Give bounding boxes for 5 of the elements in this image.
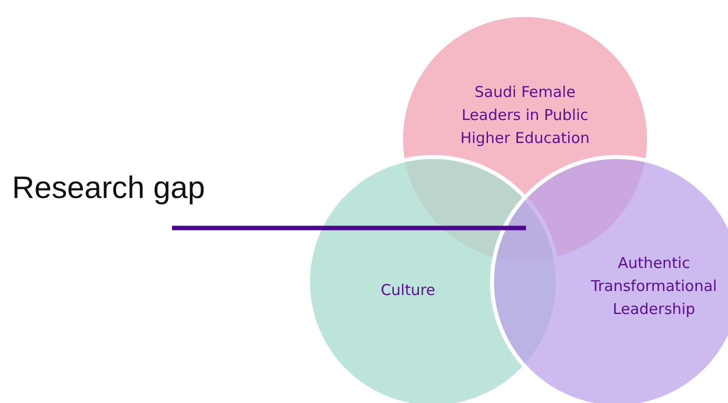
leader-line [172, 226, 526, 230]
circle-label: Saudi Female Leaders in Public Higher Education [459, 82, 591, 149]
callout-text: Research gap [12, 170, 206, 206]
circle-label: Authentic Transformational Leadership [590, 253, 718, 320]
circle-label: Culture [380, 280, 436, 301]
